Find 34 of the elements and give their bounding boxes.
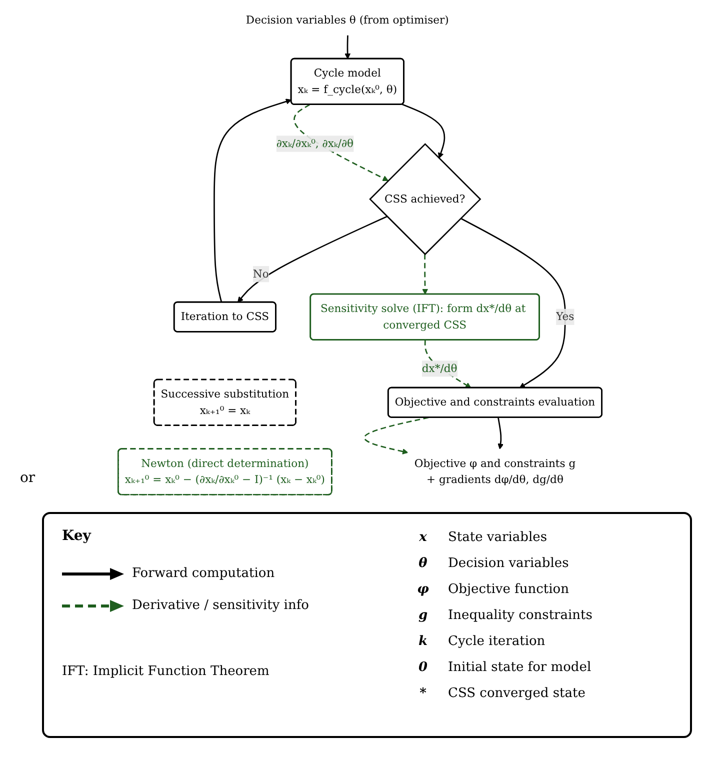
edge-label: Yes	[556, 310, 574, 323]
edge-label: No	[252, 267, 269, 280]
edge-label: dx*/dθ	[422, 362, 458, 375]
legend-text: Derivative / sensitivity info	[132, 598, 309, 613]
arrow	[237, 216, 388, 303]
arrow	[402, 104, 446, 159]
key-heading: Key	[62, 528, 91, 544]
arrow	[344, 35, 351, 60]
node-text: Objective φ and constraints g + gradients dφ/dθ, dg/dθ	[414, 456, 576, 486]
symbol-description: Cycle iteration	[448, 634, 546, 649]
symbol: 0	[417, 660, 429, 675]
symbol: *	[418, 686, 428, 701]
arrow	[460, 218, 566, 388]
symbol: k	[417, 634, 428, 649]
symbol-description: Initial state for model	[448, 660, 592, 675]
symbol-description: Decision variables	[448, 556, 569, 571]
legend-text: Forward computation	[132, 566, 275, 581]
key-note: IFT: Implicit Function Theorem	[62, 664, 270, 679]
symbol: g	[417, 608, 429, 623]
node-diamond: CSS achieved?	[369, 143, 482, 256]
symbol: φ	[416, 582, 430, 597]
symbol-description: CSS converged state	[448, 686, 586, 701]
symbol: x	[418, 530, 428, 545]
symbol: θ	[418, 556, 428, 571]
connector-word: or	[20, 470, 36, 486]
node-text: Decision variables θ (from optimiser)	[246, 13, 449, 26]
arrow	[422, 254, 428, 295]
edge-label: ∂xₖ/∂xₖ⁰, ∂xₖ/∂θ	[276, 137, 354, 150]
arrow	[214, 98, 292, 303]
arrow	[364, 416, 429, 454]
symbol-description: Objective function	[448, 582, 569, 597]
arrow	[498, 417, 504, 450]
symbol-description: Inequality constraints	[448, 608, 592, 623]
symbol-description: State variables	[448, 530, 547, 545]
